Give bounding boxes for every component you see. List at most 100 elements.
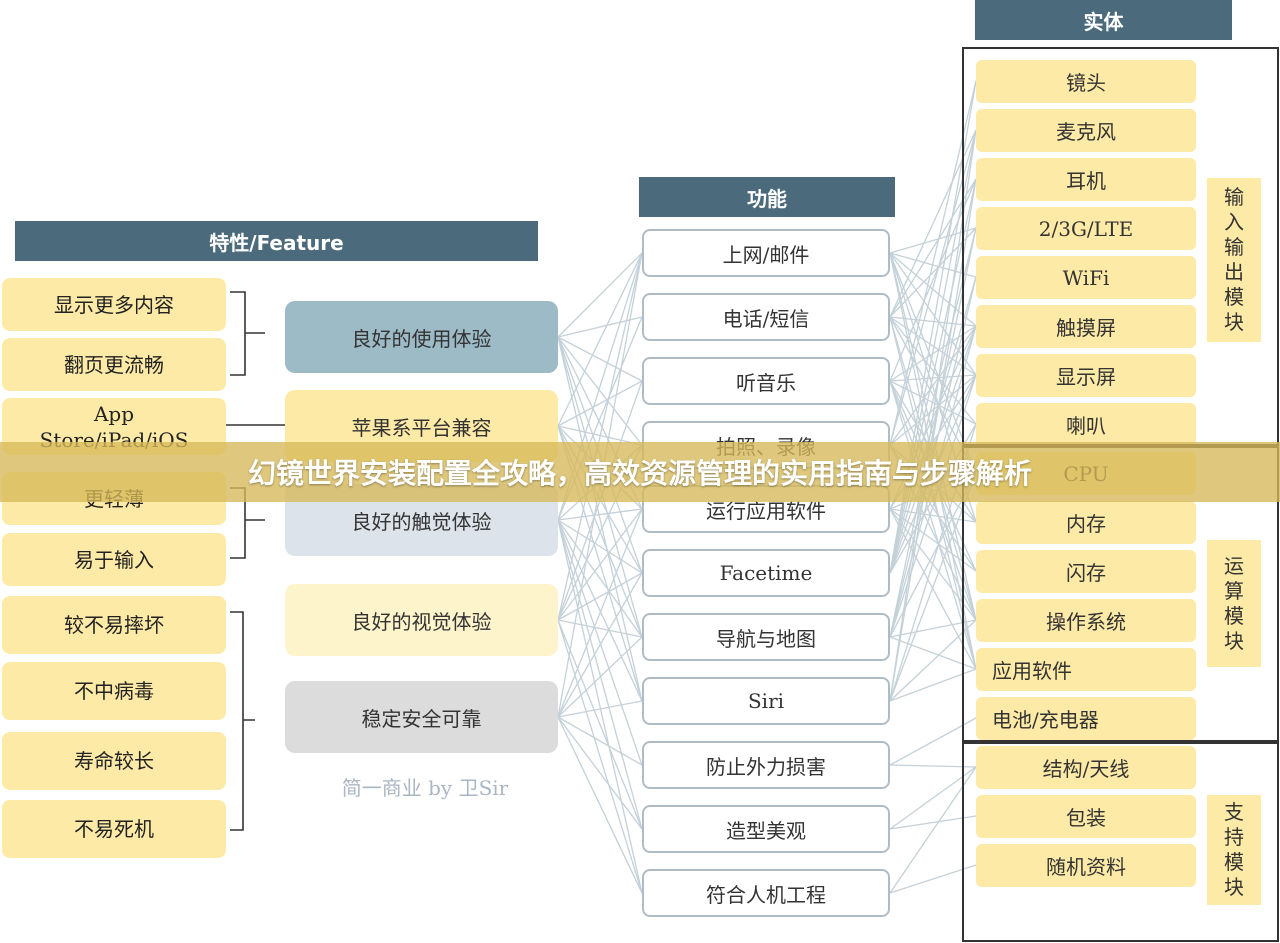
entity-item: 镜头 (976, 60, 1196, 103)
connector (889, 668, 977, 702)
connector (889, 227, 977, 254)
entity-item: WiFi (976, 256, 1196, 299)
function-item: 防止外力损害 (642, 741, 890, 789)
connector (889, 619, 977, 638)
connector (557, 716, 643, 766)
feature-item: 翻页更流畅 (2, 338, 226, 391)
entity-item: 电池/充电器 (976, 697, 1196, 740)
connector (889, 766, 977, 894)
function-item: Facetime (642, 549, 890, 597)
connector (889, 276, 977, 574)
bracket (230, 611, 255, 831)
connector (557, 508, 643, 621)
entity-item: 内存 (976, 501, 1196, 544)
feature-item: 易于输入 (2, 533, 226, 586)
connector (557, 716, 643, 894)
function-item: Siri (642, 677, 890, 725)
connector (557, 519, 643, 894)
connector (889, 129, 977, 702)
support-module-frame (962, 742, 1279, 942)
feature-header: 特性/Feature (15, 221, 538, 261)
connector (557, 508, 643, 521)
connector (889, 316, 977, 425)
entity-header: 实体 (975, 0, 1232, 40)
connector (889, 815, 977, 830)
connector (889, 508, 977, 670)
function-item: 导航与地图 (642, 613, 890, 661)
connector (557, 336, 643, 446)
connector (889, 764, 977, 768)
connector (889, 508, 977, 523)
connector (889, 178, 977, 382)
connector (889, 864, 977, 894)
entity-item: 随机资料 (976, 844, 1196, 887)
connector (889, 472, 977, 702)
connector (557, 519, 643, 702)
connector (557, 336, 643, 382)
bracket (230, 291, 265, 376)
connector (557, 619, 643, 638)
credit-text: 简一商业 by 卫Sir (341, 776, 509, 800)
function-item: 听音乐 (642, 357, 890, 405)
connector (557, 316, 643, 338)
connector (557, 572, 643, 621)
connector (889, 178, 977, 702)
connector (557, 252, 643, 427)
connector (889, 636, 977, 670)
connector (889, 129, 977, 446)
feature-item: 寿命较长 (2, 732, 226, 790)
connector (557, 700, 643, 718)
connector (557, 380, 643, 427)
connector (889, 227, 977, 638)
connector (889, 325, 977, 446)
entity-item: 麦克风 (976, 109, 1196, 152)
experience-box: 良好的视觉体验 (285, 584, 558, 656)
connector (889, 252, 977, 474)
connector (889, 619, 977, 702)
connector (889, 80, 977, 446)
connector (889, 508, 977, 572)
module-label: 运算模块 (1207, 540, 1261, 667)
feature-item: 较不易摔坏 (2, 596, 226, 654)
function-header: 功能 (639, 177, 895, 217)
connector (557, 519, 643, 830)
connector (889, 252, 977, 376)
connector (557, 619, 643, 830)
entity-item: 应用软件 (976, 648, 1196, 691)
function-item: 电话/短信 (642, 293, 890, 341)
connector (889, 227, 977, 574)
connector (889, 374, 977, 638)
module-label: 支持模块 (1207, 795, 1261, 905)
function-item: 上网/邮件 (642, 229, 890, 277)
connector (557, 636, 643, 718)
connector (889, 178, 977, 574)
connector (889, 380, 977, 670)
connector (557, 519, 643, 574)
connector (557, 252, 643, 338)
connector (889, 766, 977, 830)
connector (557, 508, 643, 718)
connector (557, 519, 643, 638)
experience-box: 稳定安全可靠 (285, 681, 558, 753)
connector (557, 572, 643, 718)
connector (557, 252, 643, 621)
entity-item: 操作系统 (976, 599, 1196, 642)
experience-box: 良好的使用体验 (285, 301, 558, 373)
title-banner: 幻镜世界安装配置全攻略，高效资源管理的实用指南与步骤解析 (0, 442, 1280, 502)
feature-item: 显示更多内容 (2, 278, 226, 331)
connector (889, 717, 977, 766)
feature-item: 不中病毒 (2, 662, 226, 720)
banner-title: 幻镜世界安装配置全攻略，高效资源管理的实用指南与步骤解析 (247, 457, 1032, 490)
entity-item: 显示屏 (976, 354, 1196, 397)
function-item: 符合人机工程 (642, 869, 890, 917)
connector (889, 374, 977, 446)
function-item: 造型美观 (642, 805, 890, 853)
feature-item: 不易死机 (2, 800, 226, 858)
entity-item: 触摸屏 (976, 305, 1196, 348)
entity-item: 结构/天线 (976, 746, 1196, 789)
connector (557, 619, 643, 894)
entity-item: 喇叭 (976, 403, 1196, 446)
entity-item: 2/3G/LTE (976, 207, 1196, 250)
module-label: 输入输出模块 (1207, 178, 1261, 342)
connector (557, 716, 643, 830)
